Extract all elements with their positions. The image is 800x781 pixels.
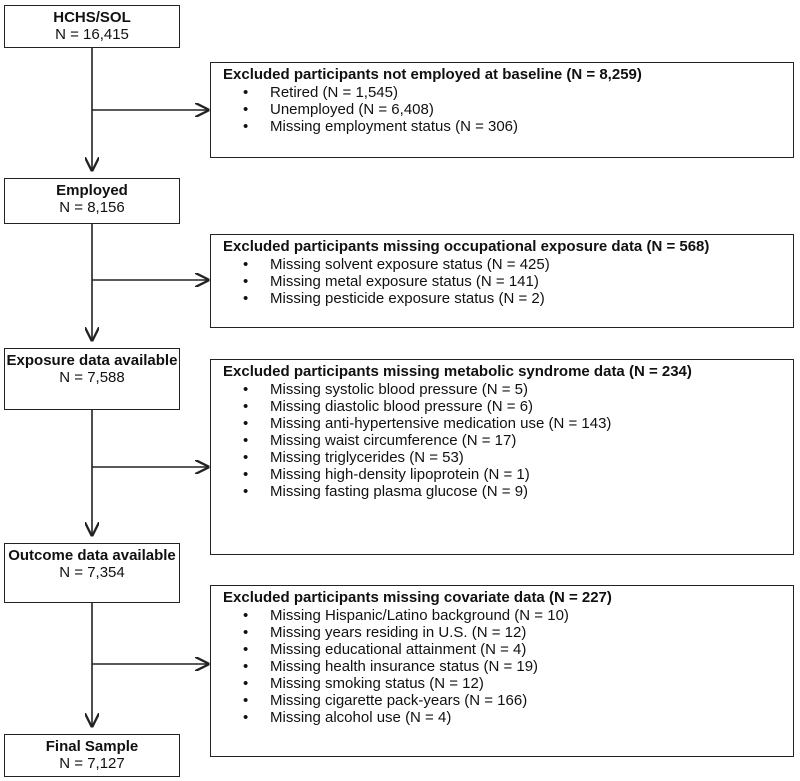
- exclusion-title: Excluded participants missing occupation…: [223, 238, 710, 255]
- exclusion-list: Missing systolic blood pressure (N = 5) …: [223, 381, 785, 500]
- exclusion-list: Missing Hispanic/Latino background (N = …: [223, 607, 785, 726]
- step-title: Employed: [56, 182, 128, 199]
- step-title: HCHS/SOL: [53, 9, 131, 26]
- exclusion-item: Missing anti-hypertensive medication use…: [243, 415, 785, 432]
- exclusion-box-exposure: Excluded participants missing occupation…: [210, 234, 794, 328]
- exclusion-item: Missing metal exposure status (N = 141): [243, 273, 785, 290]
- step-title: Final Sample: [45, 738, 139, 755]
- exclusion-item: Missing fasting plasma glucose (N = 9): [243, 483, 785, 500]
- exclusion-item: Missing health insurance status (N = 19): [243, 658, 785, 675]
- step-box-employed: Employed N = 8,156: [4, 178, 180, 224]
- exclusion-item: Missing diastolic blood pressure (N = 6): [243, 398, 785, 415]
- step-count: N = 7,127: [59, 755, 125, 772]
- step-title: Outcome data available: [8, 547, 176, 564]
- step-box-outcome: Outcome data available N = 7,354: [4, 543, 180, 603]
- exclusion-title: Excluded participants not employed at ba…: [223, 66, 642, 83]
- step-title: Exposure data available: [6, 352, 178, 369]
- exclusion-box-employment: Excluded participants not employed at ba…: [210, 62, 794, 158]
- exclusion-item: Missing systolic blood pressure (N = 5): [243, 381, 785, 398]
- exclusion-item: Unemployed (N = 6,408): [243, 101, 785, 118]
- exclusion-item: Missing alcohol use (N = 4): [243, 709, 785, 726]
- exclusion-item: Missing smoking status (N = 12): [243, 675, 785, 692]
- exclusion-list: Missing solvent exposure status (N = 425…: [223, 256, 785, 307]
- exclusion-box-covariate: Excluded participants missing covariate …: [210, 585, 794, 757]
- exclusion-item: Missing solvent exposure status (N = 425…: [243, 256, 785, 273]
- exclusion-item: Missing high-density lipoprotein (N = 1): [243, 466, 785, 483]
- exclusion-item: Missing educational attainment (N = 4): [243, 641, 785, 658]
- exclusion-item: Missing years residing in U.S. (N = 12): [243, 624, 785, 641]
- exclusion-title: Excluded participants missing covariate …: [223, 589, 612, 606]
- step-box-hchs: HCHS/SOL N = 16,415: [4, 5, 180, 48]
- exclusion-item: Missing waist circumference (N = 17): [243, 432, 785, 449]
- exclusion-item: Missing cigarette pack-years (N = 166): [243, 692, 785, 709]
- exclusion-item: Missing triglycerides (N = 53): [243, 449, 785, 466]
- exclusion-list: Retired (N = 1,545) Unemployed (N = 6,40…: [223, 84, 785, 135]
- exclusion-item: Missing employment status (N = 306): [243, 118, 785, 135]
- exclusion-box-metabolic: Excluded participants missing metabolic …: [210, 359, 794, 555]
- exclusion-item: Missing Hispanic/Latino background (N = …: [243, 607, 785, 624]
- step-count: N = 8,156: [59, 199, 125, 216]
- step-box-final: Final Sample N = 7,127: [4, 734, 180, 777]
- exclusion-item: Retired (N = 1,545): [243, 84, 785, 101]
- step-count: N = 7,588: [59, 369, 125, 386]
- exclusion-item: Missing pesticide exposure status (N = 2…: [243, 290, 785, 307]
- step-box-exposure: Exposure data available N = 7,588: [4, 348, 180, 410]
- step-count: N = 7,354: [59, 564, 125, 581]
- step-count: N = 16,415: [55, 26, 129, 43]
- exclusion-title: Excluded participants missing metabolic …: [223, 363, 692, 380]
